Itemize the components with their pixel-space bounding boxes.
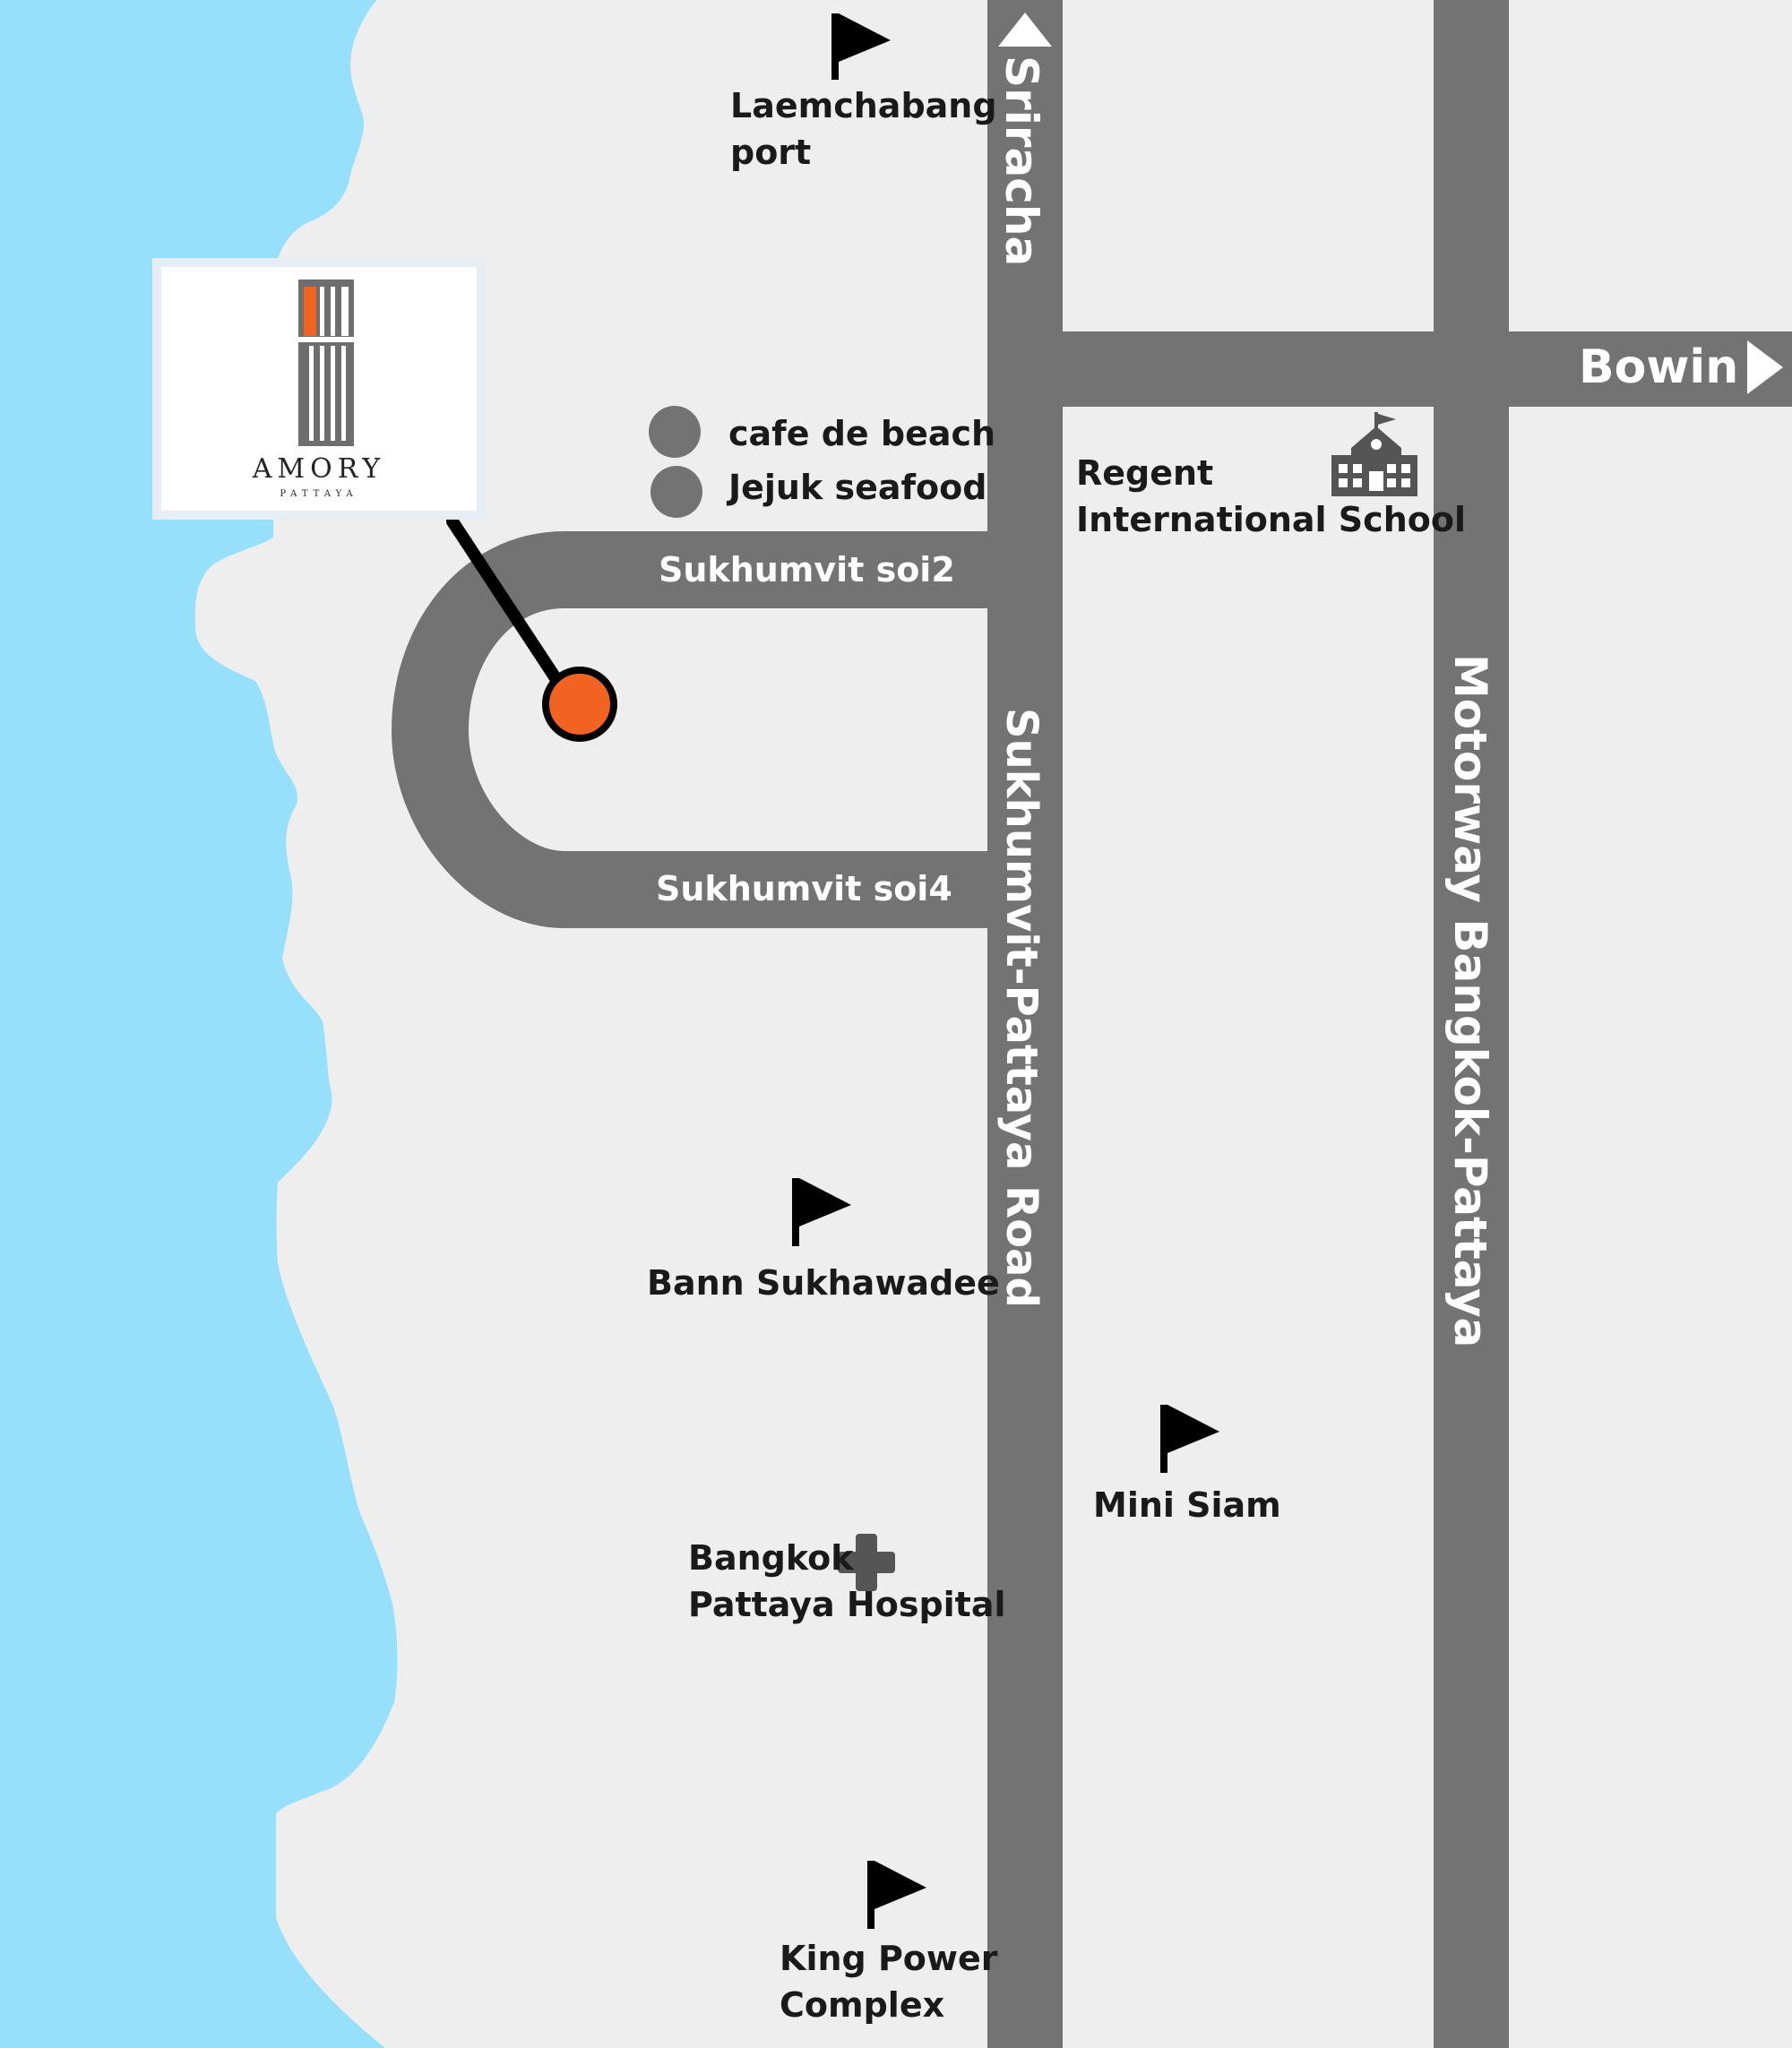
place-hospital-line2: Pattaya Hospital bbox=[688, 1585, 1006, 1624]
bowin-road bbox=[1063, 331, 1792, 407]
school-icon bbox=[1331, 412, 1417, 496]
place-laemchabang-line1: Laemchabang bbox=[730, 86, 997, 125]
soi-loop-road bbox=[392, 531, 987, 928]
place-jejuk-seafood: Jejuk seafood bbox=[728, 468, 987, 507]
road-label-soi4: Sukhumvit soi4 bbox=[656, 869, 952, 908]
poi-dot-icon bbox=[649, 406, 701, 458]
pin-line bbox=[446, 515, 564, 687]
flag-icon bbox=[831, 13, 891, 80]
flag-icon bbox=[867, 1861, 926, 1929]
location-pin-icon bbox=[542, 667, 617, 742]
place-bann-sukhawadee: Bann Sukhawadee bbox=[647, 1263, 1000, 1303]
arrow-up-icon bbox=[998, 13, 1052, 47]
logo-wordmark: AMORY bbox=[252, 453, 386, 485]
hospital-cross-icon bbox=[838, 1534, 895, 1591]
sea-area bbox=[0, 0, 398, 2048]
place-king-power-line1: King Power bbox=[780, 1939, 998, 1978]
road-label-sriracha: Sriracha bbox=[995, 56, 1047, 267]
building-logo-icon bbox=[298, 280, 354, 446]
road-label-bowin: Bowin bbox=[1579, 340, 1739, 394]
road-label-soi2: Sukhumvit soi2 bbox=[659, 550, 955, 589]
amory-logo: AMORY PATTAYA bbox=[152, 258, 486, 520]
logo-subtitle: PATTAYA bbox=[280, 489, 358, 499]
arrow-right-icon bbox=[1747, 340, 1783, 394]
place-regent-line2: International School bbox=[1076, 500, 1466, 539]
road-label-motorway: Motorway Bangkok-Pattaya bbox=[1444, 654, 1496, 1348]
sukhumvit-pattaya-road bbox=[987, 0, 1063, 2048]
poi-dot-icon bbox=[650, 466, 702, 518]
place-cafe-de-beach: cafe de beach bbox=[728, 414, 996, 453]
place-laemchabang-line2: port bbox=[730, 133, 812, 172]
road-label-sukhumvit-pattaya: Sukhumvit-Pattaya Road bbox=[996, 708, 1047, 1308]
place-mini-siam: Mini Siam bbox=[1093, 1485, 1281, 1525]
flag-icon bbox=[1160, 1405, 1219, 1473]
flag-icon bbox=[792, 1178, 851, 1246]
place-hospital-line1: Bangkok bbox=[688, 1538, 854, 1578]
place-regent-line1: Regent bbox=[1076, 453, 1214, 493]
place-king-power-line2: Complex bbox=[780, 1985, 945, 2025]
